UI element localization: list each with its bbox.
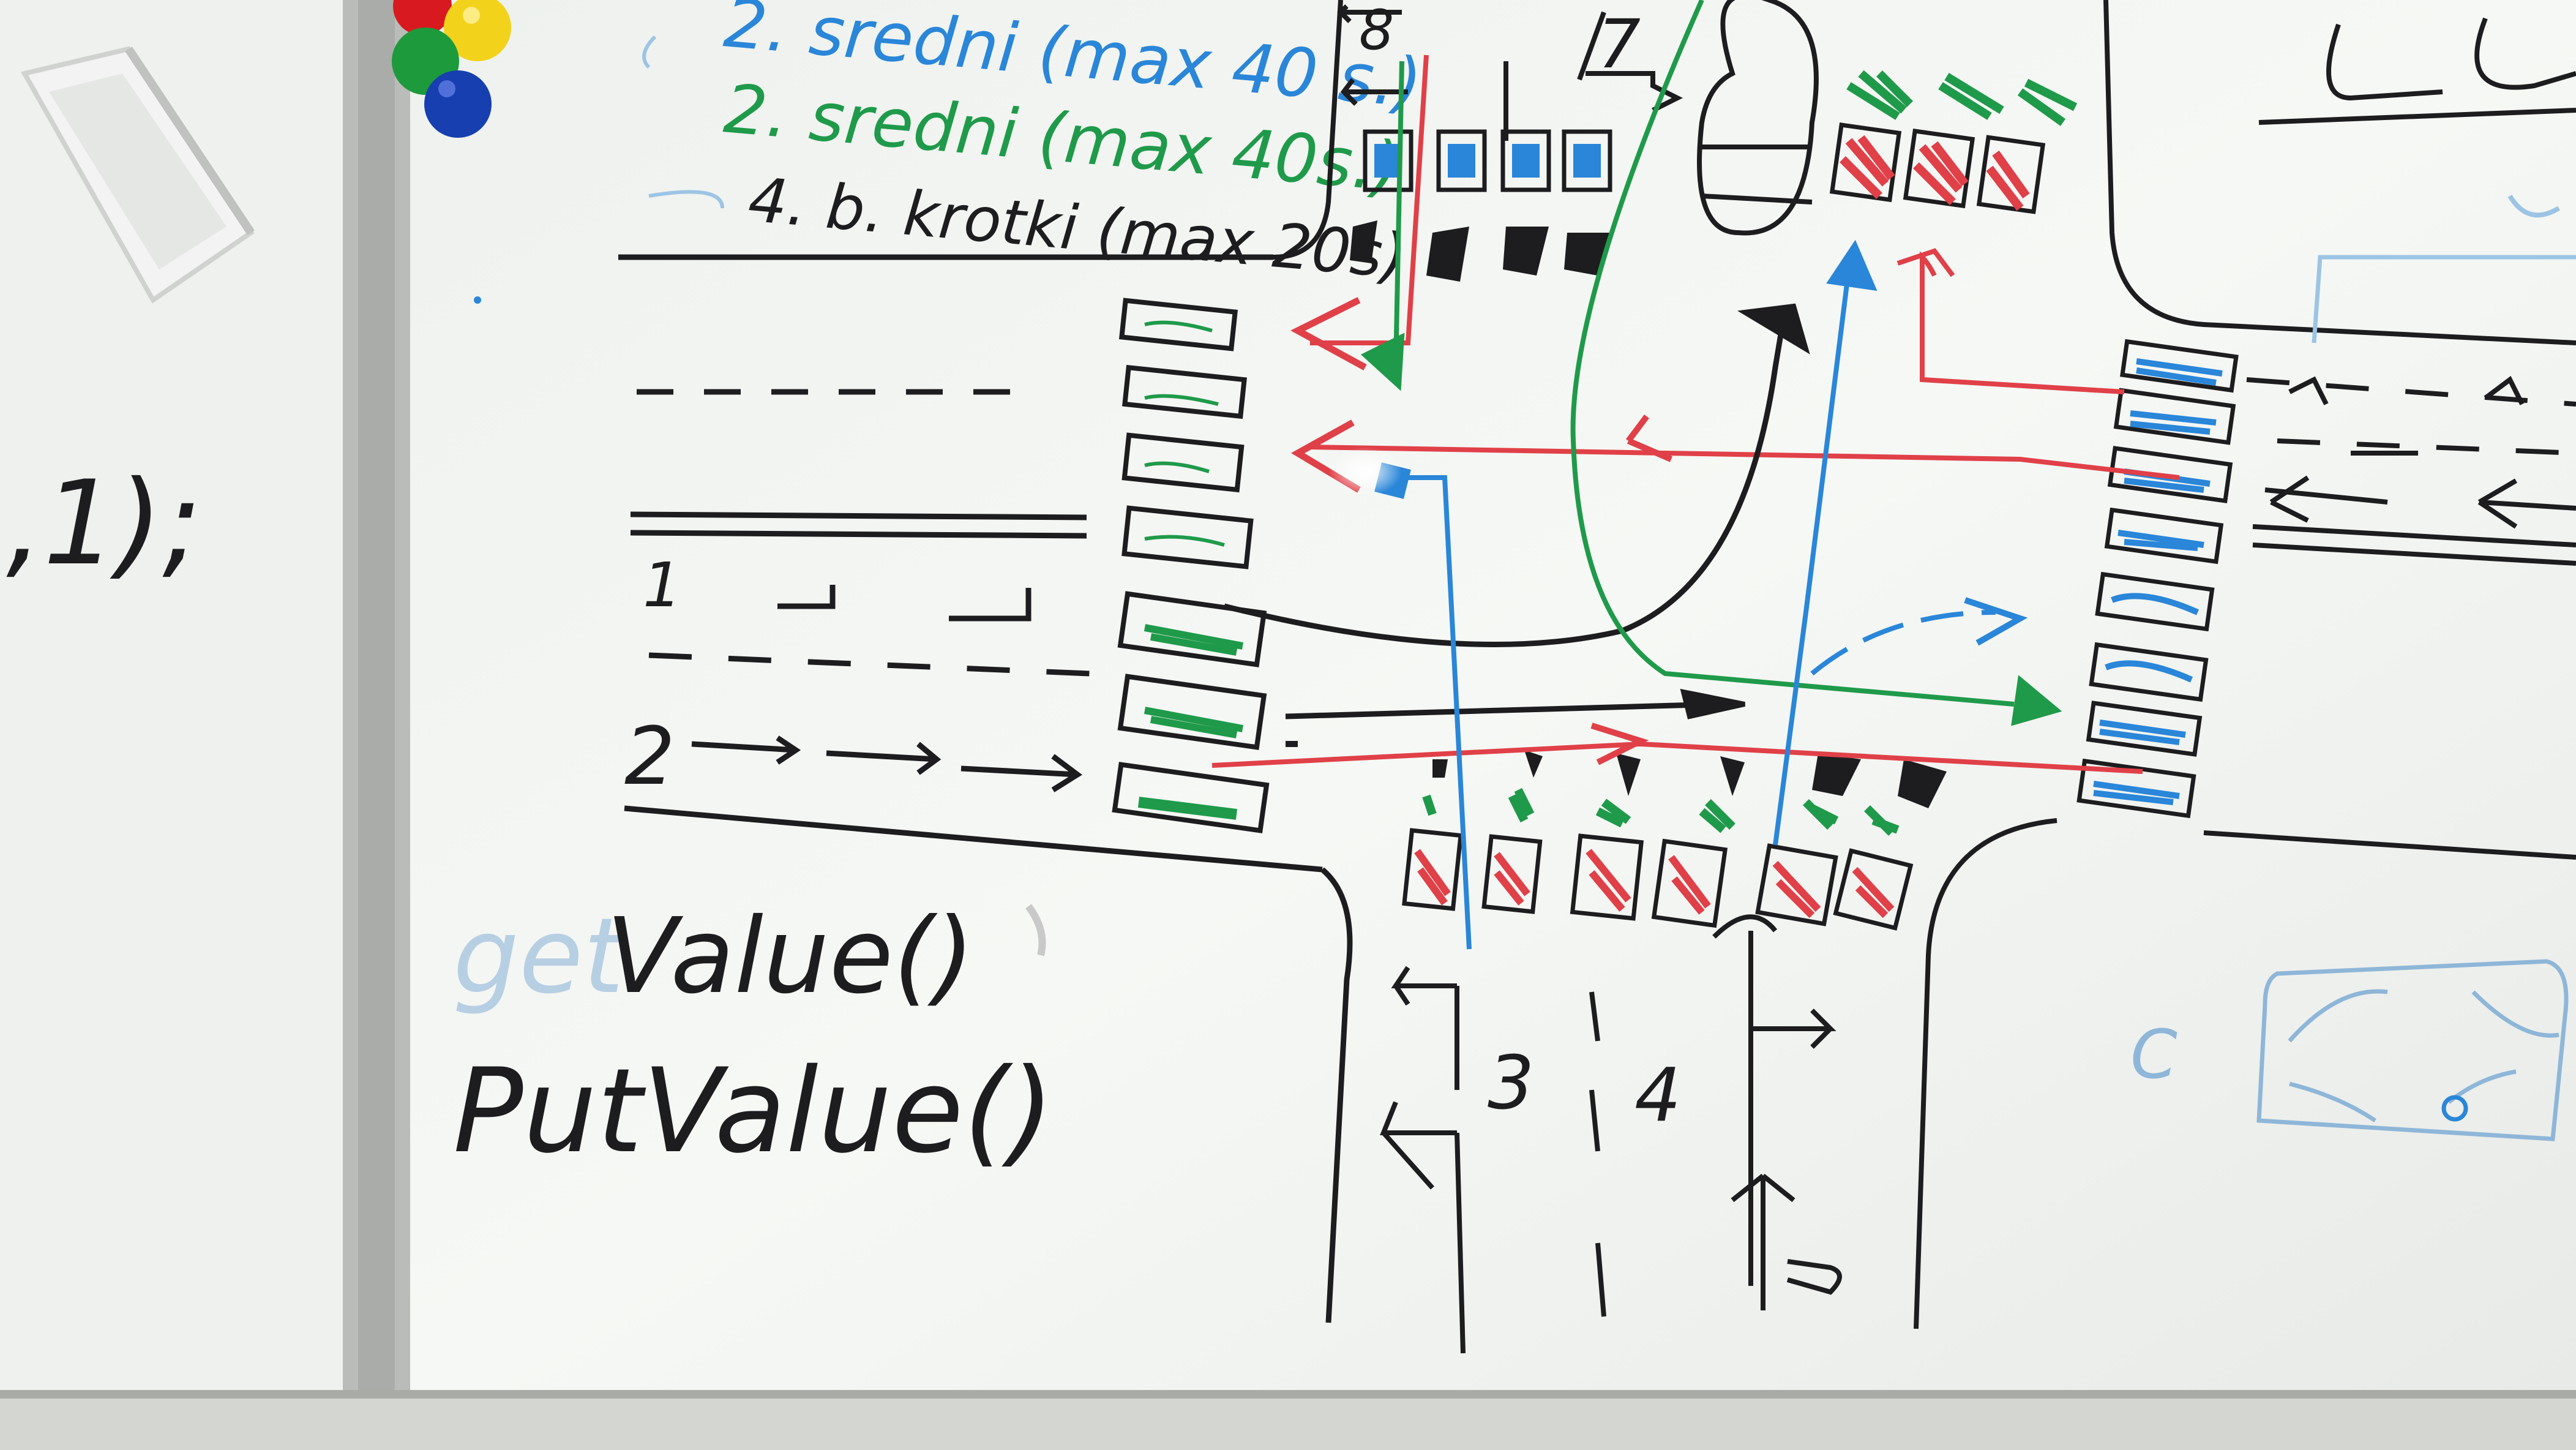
bottom-signals — [1402, 750, 1947, 931]
blue-magnet-icon[interactable] — [424, 70, 492, 138]
right-road — [1914, 0, 2576, 1329]
code-get: get — [453, 896, 627, 1017]
light-glare — [1328, 447, 1402, 496]
top-right-scribbles — [2258, 17, 2576, 218]
top-signals — [1350, 129, 1612, 282]
left-road — [624, 389, 1353, 1323]
main-whiteboard — [410, 0, 2576, 1408]
right-crosswalk — [2076, 339, 2239, 819]
top-right-signals — [1829, 70, 2078, 214]
lane-label-8: 8 — [1359, 0, 1394, 62]
left-crosswalk — [1112, 298, 1270, 833]
magnets[interactable] — [392, 0, 511, 138]
eraser-icon[interactable] — [20, 46, 255, 304]
bottom-right-sketch — [2256, 959, 2569, 1141]
code-fragment: ,1); — [6, 456, 201, 591]
yellow-magnet-icon[interactable] — [444, 0, 511, 61]
top-road — [1337, 0, 1819, 236]
lane-label-4: 4 — [1634, 1053, 1681, 1138]
lane-label-2: 2 — [624, 710, 675, 803]
code-put-value: PutValue() — [453, 1043, 1054, 1179]
lane-label-3: 3 — [1488, 1041, 1534, 1126]
lane-label-7: 7 — [1598, 5, 1641, 83]
corner-label-c: C — [2130, 1015, 2177, 1094]
code-value-1: Value() — [606, 896, 975, 1017]
lane-label-1: 1 — [643, 549, 682, 621]
red-magnet-icon[interactable] — [393, 0, 452, 36]
board-bottom-tray — [0, 1396, 2576, 1450]
bottom-road — [1380, 914, 1842, 1354]
